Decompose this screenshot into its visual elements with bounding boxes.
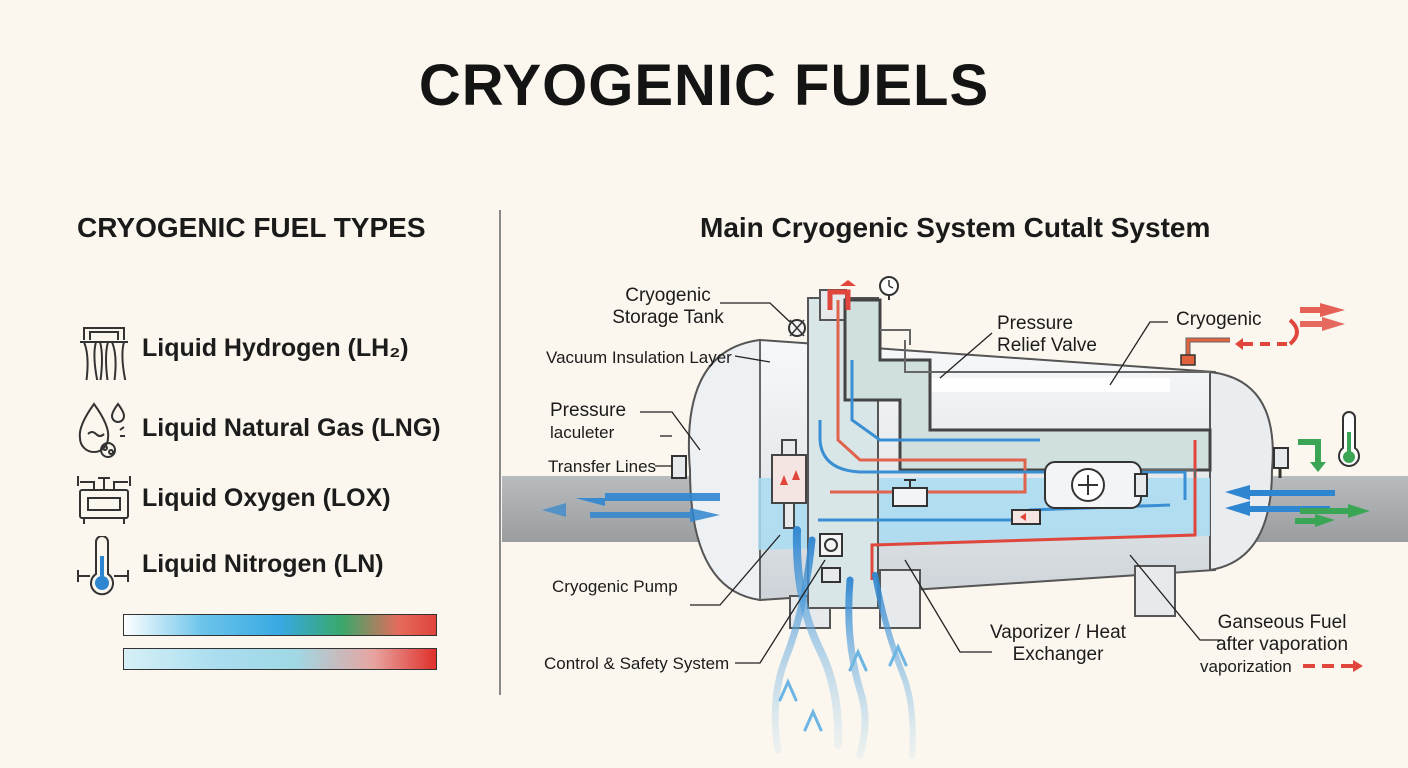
thermometer-icon	[77, 536, 129, 596]
cryogenic-inlet	[1180, 337, 1230, 366]
vent-stack	[819, 289, 847, 321]
label-line: Cryogenic	[625, 285, 711, 306]
transfer-lines-label: Transfer Lines	[548, 457, 657, 476]
droplet-molecule-icon	[78, 402, 126, 458]
label-line: vaporization	[1200, 657, 1292, 676]
label-line: after vaporation	[1215, 634, 1349, 655]
cold-line	[818, 420, 1187, 500]
hot-flow-arrows	[1235, 303, 1345, 350]
fuel-item-lng: Liquid Natural Gas (LNG)	[74, 400, 474, 460]
transfer-connector	[671, 455, 687, 479]
hot-vent-arrow	[827, 289, 851, 310]
leader-lines	[640, 302, 1222, 664]
left-flow-arrows	[542, 493, 720, 522]
fuel-label: Liquid Nitrogen (LN)	[142, 550, 384, 578]
hydrogen-tower-icon	[80, 327, 128, 380]
label-line: Relief Valve	[997, 335, 1097, 356]
tank-support	[1134, 565, 1176, 617]
label-line: laculeter	[550, 423, 615, 442]
fuel-label: Liquid Hydrogen (LH₂)	[142, 334, 409, 362]
label-line: Vaporizer / Heat	[990, 622, 1126, 643]
insulation-duct	[843, 298, 1212, 472]
pressure-indicator	[771, 439, 807, 529]
hot-return-line	[870, 440, 1197, 580]
filter-icon	[1011, 509, 1041, 525]
label-line: Ganseous Fuel	[1217, 612, 1347, 633]
thermometer-icon	[1338, 411, 1360, 467]
vacuum-insulation-label: Vacuum Insulation Layer	[546, 348, 732, 367]
fuel-item-hydrogen: Liquid Hydrogen (LH₂)	[74, 320, 474, 380]
vapor-plumes	[771, 526, 916, 759]
vaporizer-label: Vaporizer / Heat Exchanger	[985, 622, 1131, 666]
section-divider	[499, 210, 501, 695]
valve-icon	[788, 319, 806, 337]
temperature-gradient-bar	[123, 648, 437, 670]
fuel-types-heading: CRYOGENIC FUEL TYPES	[77, 212, 426, 243]
system-heading: Main Cryogenic System Cutalt System	[700, 212, 1211, 243]
label-line: Pressure	[550, 400, 627, 421]
oxygen-module-icon	[77, 476, 131, 524]
label-line: Storage Tank	[612, 307, 724, 328]
storage-tank-label: Cryogenic Storage Tank	[612, 285, 724, 329]
pressure-gauge-icon	[879, 276, 899, 300]
relief-valve-label: Pressure Relief Valve	[997, 313, 1097, 357]
cryogenic-pump-icon	[1044, 461, 1148, 509]
vapor-output-arrow	[1303, 660, 1363, 672]
right-connector	[1273, 447, 1289, 478]
right-flow-arrows	[1225, 439, 1370, 527]
gaseous-fuel-label: Ganseous Fuel after vaporation vaporizat…	[1196, 612, 1368, 678]
lower-pump-icon	[819, 533, 843, 583]
valve-icon	[892, 479, 928, 507]
cold-line	[850, 360, 1040, 442]
control-safety-label: Control & Safety System	[544, 654, 730, 673]
page-title: CRYOGENIC FUELS	[418, 53, 990, 118]
cryogenic-inlet-label: Cryogenic	[1176, 309, 1262, 330]
label-line: Pressure	[997, 313, 1074, 334]
label-line: Exchanger	[1012, 644, 1104, 665]
temperature-gradient-bar	[123, 614, 437, 636]
hot-line	[830, 300, 1027, 494]
fuel-label: Liquid Natural Gas (LNG)	[142, 414, 441, 442]
pressure-gauge-label: Pressure laculeter	[550, 400, 626, 444]
fuel-item-nitrogen: Liquid Nitrogen (LN)	[74, 536, 474, 596]
fuel-item-lox: Liquid Oxygen (LOX)	[74, 470, 474, 530]
fuel-label: Liquid Oxygen (LOX)	[142, 484, 391, 512]
cryogenic-pump-label: Cryogenic Pump	[552, 577, 678, 596]
